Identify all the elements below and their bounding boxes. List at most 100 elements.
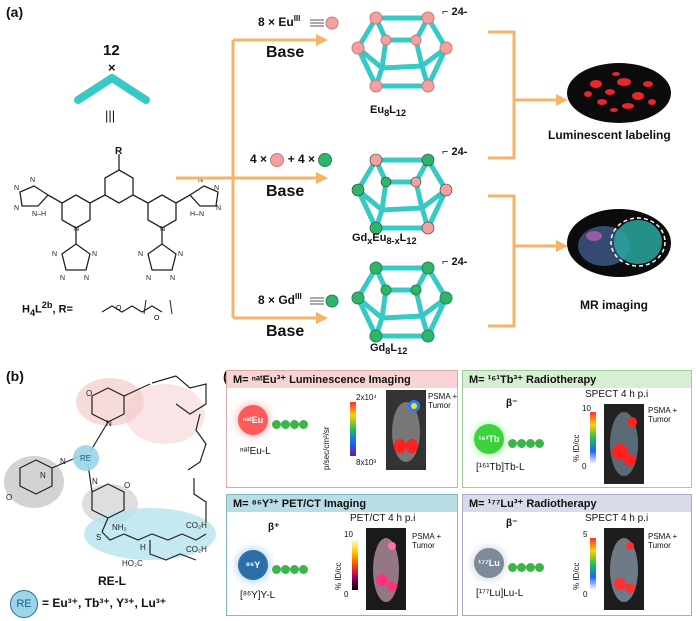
re-badge: RE <box>10 590 38 618</box>
lu-scale-bottom: 0 <box>583 590 588 599</box>
eu-label: ⁿᵃᵗEu-L <box>240 446 271 457</box>
tb-imaging: SPECT 4 h p.i <box>585 389 649 400</box>
svg-text:N: N <box>138 251 143 258</box>
y-chain <box>272 561 308 579</box>
svg-text:N: N <box>106 419 112 428</box>
svg-text:N: N <box>30 177 35 184</box>
svg-text:N: N <box>60 275 65 282</box>
r-group-label: R <box>115 146 123 157</box>
base-label-bot: Base <box>266 323 305 340</box>
svg-text:N: N <box>52 251 57 258</box>
cage-top-label: Eu8L12 <box>370 104 407 119</box>
svg-text:N: N <box>40 471 46 480</box>
svg-text:CO₂H: CO₂H <box>186 545 207 554</box>
svg-text:H–N: H–N <box>190 211 204 218</box>
ligand-name: H4L2b, R= <box>22 300 73 318</box>
lu-label: [¹⁷⁷Lu]Lu-L <box>476 588 524 599</box>
lu-scale-top: 5 <box>583 530 588 539</box>
tb-chain <box>508 435 544 453</box>
y-scale-top: 10 <box>344 530 353 539</box>
peg-substituent: O O <box>101 299 173 322</box>
charge-bot: ⌐ 24- <box>442 256 468 268</box>
box-eu: M= ⁿᵃᵗEu³⁺ Luminescence Imaging <box>226 370 458 488</box>
eu-scale-bar <box>350 402 356 456</box>
svg-text:RE: RE <box>80 454 91 463</box>
svg-text:N: N <box>178 251 183 258</box>
y-annotation: PSMA + Tumor <box>412 532 442 550</box>
svg-text:NH₂: NH₂ <box>112 523 127 532</box>
y-scale-bar <box>352 538 358 590</box>
y-imaging: PET/CT 4 h p.i <box>350 513 416 524</box>
svg-text:O: O <box>6 493 12 502</box>
metal-list: = Eu³⁺, Tb³⁺, Y³⁺, Lu³⁺ <box>42 596 167 610</box>
svg-text:O: O <box>124 481 130 490</box>
ligand-symbol <box>74 74 150 104</box>
svg-text:N: N <box>74 226 79 233</box>
eu-scale-bottom: 8x10³ <box>356 458 377 467</box>
svg-text:O: O <box>154 315 160 322</box>
lu-scale-bar <box>590 538 596 590</box>
eu-chain <box>272 416 308 434</box>
gd-sphere-icon <box>310 294 339 308</box>
svg-text:N: N <box>84 275 89 282</box>
re-l-name: RE-L <box>98 574 126 588</box>
reaction-arrows <box>176 30 568 328</box>
tb-scale-unit: % ID/cc <box>572 434 581 462</box>
tb-scale-bottom: 0 <box>582 462 587 471</box>
lu-beta: β⁻ <box>506 518 518 529</box>
times-sign: × <box>108 60 116 75</box>
svg-text:HO₂C: HO₂C <box>122 559 143 568</box>
lu-scale-unit: % ID/cc <box>572 562 581 590</box>
eu-mouse-image <box>386 390 426 470</box>
box-tb-title: M= ¹⁶¹Tb³⁺ Radiotherapy <box>463 371 691 388</box>
y-petct-image <box>366 528 406 610</box>
eu-annotation: PSMA + Tumor <box>428 392 458 410</box>
eu-metal-icon: ⁿᵃᵗEu <box>238 405 268 435</box>
mr-image <box>567 209 671 277</box>
gd-sphere-icon-mid <box>318 152 333 167</box>
re-l-structure: N N N N O O O S NH₂ H CO₂H HO₂C CO₂H RE <box>4 375 216 568</box>
y-scale-bottom: 0 <box>344 590 349 599</box>
svg-text:N–H: N–H <box>32 211 46 218</box>
svg-text:N: N <box>14 205 19 212</box>
lu-annotation: PSMA + Tumor <box>648 532 678 550</box>
luminescent-cells-image <box>567 63 671 123</box>
svg-text:O: O <box>116 305 122 312</box>
tb-beta: β⁻ <box>506 398 518 409</box>
cage-structures <box>351 11 453 343</box>
reagent-mid: 4 × + 4 × <box>250 152 333 167</box>
box-lu: M= ¹⁷⁷Lu³⁺ Radiotherapy <box>462 494 692 616</box>
reagent-top: 8 × EuIII <box>258 14 301 29</box>
base-label-mid: Base <box>266 183 305 200</box>
box-y-title: M= ⁸⁶Y³⁺ PET/CT Imaging <box>227 495 457 512</box>
box-eu-title: M= ⁿᵃᵗEu³⁺ Luminescence Imaging <box>227 371 457 388</box>
lu-chain <box>508 559 544 577</box>
cage-mid-label: GdxEu8-xL12 <box>352 232 417 247</box>
svg-text:N: N <box>146 275 151 282</box>
svg-text:N: N <box>170 275 175 282</box>
box-y: M= ⁸⁶Y³⁺ PET/CT Imaging <box>226 494 458 616</box>
box-lu-title: M= ¹⁷⁷Lu³⁺ Radiotherapy <box>463 495 691 512</box>
y-scale-unit: % ID/cc <box>334 562 343 590</box>
app-mr-label: MR imaging <box>580 298 648 312</box>
svg-text:N: N <box>92 477 98 486</box>
eu-sphere-icon-mid <box>270 152 285 167</box>
y-metal-icon: ⁸⁶Y <box>238 550 268 580</box>
y-beta: β⁺ <box>268 522 280 533</box>
tb-spect-image <box>604 404 644 484</box>
svg-text:N: N <box>60 457 66 466</box>
charge-top: ⌐ 24- <box>442 6 468 18</box>
svg-text:N: N <box>198 177 203 184</box>
tb-annotation: PSMA + Tumor <box>648 406 678 424</box>
lu-metal-icon: ¹⁷⁷Lu <box>474 548 504 578</box>
svg-text:H: H <box>140 543 146 552</box>
lu-imaging: SPECT 4 h p.i <box>585 513 649 524</box>
eu-scale-top: 2x10⁴ <box>356 393 377 402</box>
y-label: [⁸⁶Y]Y-L <box>240 590 276 601</box>
svg-text:S: S <box>96 533 101 542</box>
tb-metal-icon: ¹⁶¹Tb <box>474 424 504 454</box>
charge-mid: ⌐ 24- <box>442 146 468 158</box>
tb-label: [¹⁶¹Tb]Tb-L <box>476 462 525 473</box>
panel-a-tag: (a) <box>6 4 24 20</box>
